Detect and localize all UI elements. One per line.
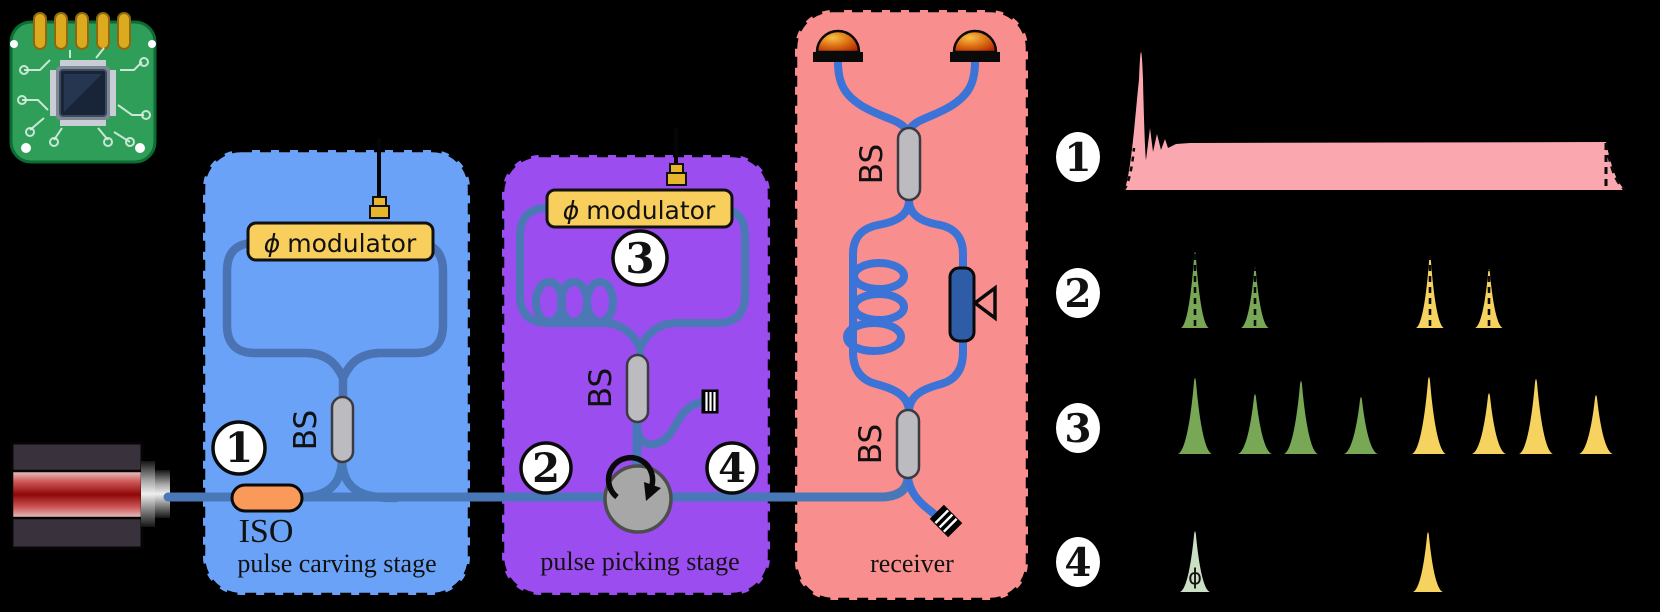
detector-left [813, 29, 863, 62]
optical-isolator [230, 483, 304, 513]
circuit-traces [22, 47, 144, 143]
laser-connector-ring [141, 461, 155, 527]
waveform-rise-dashed-curve [1122, 147, 1136, 191]
waveform-panel: ϕ [1122, 52, 1627, 592]
svg-text:2: 2 [1064, 271, 1091, 317]
pulse-row3-6 [1472, 393, 1506, 454]
receiver-bs-top-label: BS [854, 144, 890, 184]
picking-rf-connector [666, 163, 687, 186]
svg-text:4: 4 [1064, 540, 1091, 586]
svg-text:2: 2 [532, 445, 560, 492]
receiver-beamsplitter-bottom [895, 408, 921, 480]
detector-right [950, 29, 1000, 62]
panel-marker-4: 4 [1056, 537, 1100, 587]
picking-terminator [701, 389, 719, 414]
chip [50, 60, 116, 126]
svg-text:1: 1 [225, 424, 254, 472]
panel-marker-3: 3 [1056, 403, 1100, 453]
pulse-row4-1 [1180, 531, 1210, 592]
pulse-row3-8 [1579, 395, 1613, 454]
laser-beam-window [10, 469, 144, 520]
pulse-row3-2 [1238, 394, 1272, 454]
carving-beamsplitter [330, 395, 355, 464]
picking-phase-modulator [545, 188, 734, 229]
picking-tap-fiber [633, 398, 705, 449]
delay-arrow-icon [972, 284, 997, 322]
circulator-arrow-icon [605, 454, 656, 500]
carving-rf-connector [369, 196, 390, 219]
picking-stage-caption: pulse picking stage [540, 547, 739, 576]
panel-marker-2: 2 [1056, 268, 1100, 318]
waveform-fall-dashed-curve [1604, 142, 1627, 192]
phase-shifter-element [948, 266, 976, 343]
cw-laser-waveform [1124, 52, 1625, 190]
picking-bs-label: BS [583, 368, 619, 408]
marker-1: 1 [211, 420, 267, 476]
microchip-pcb-icon [9, 12, 157, 164]
marker-3: 3 [611, 229, 669, 287]
pulse-row3-7 [1519, 378, 1553, 454]
pulse-phi-label: ϕ [1188, 565, 1202, 589]
iso-label: ISO [239, 513, 294, 550]
marker-4: 4 [705, 441, 759, 495]
laser-source [10, 441, 170, 550]
svg-text:3: 3 [625, 234, 654, 283]
panel-marker-1: 1 [1056, 132, 1100, 182]
svg-text:1: 1 [1064, 135, 1091, 181]
receiver-caption: receiver [870, 549, 954, 578]
receiver-terminator-fiber [904, 474, 942, 521]
svg-text:3: 3 [1064, 406, 1091, 452]
circulator [603, 454, 673, 534]
picking-beamsplitter [625, 353, 650, 424]
receiver-terminator [929, 504, 963, 538]
carving-stage-caption: pulse carving stage [237, 549, 436, 578]
pulse-row3-1 [1178, 378, 1212, 454]
carving-bs-label: BS [288, 410, 324, 450]
pulse-row4-2 [1413, 532, 1443, 592]
pulse-row2-2 [1241, 267, 1269, 328]
receiver-box [792, 7, 1031, 603]
pulse-row3-3 [1284, 380, 1318, 454]
receiver-beamsplitter-top [896, 126, 922, 202]
pulse-row3-5 [1412, 377, 1446, 454]
svg-text:4: 4 [718, 445, 746, 492]
receiver-bs-bottom-label: BS [853, 424, 889, 464]
receiver-detector-fibers [834, 58, 979, 133]
carving-phase-modulator [246, 221, 435, 262]
pulse-row3-4 [1344, 397, 1378, 454]
marker-2: 2 [519, 441, 573, 495]
